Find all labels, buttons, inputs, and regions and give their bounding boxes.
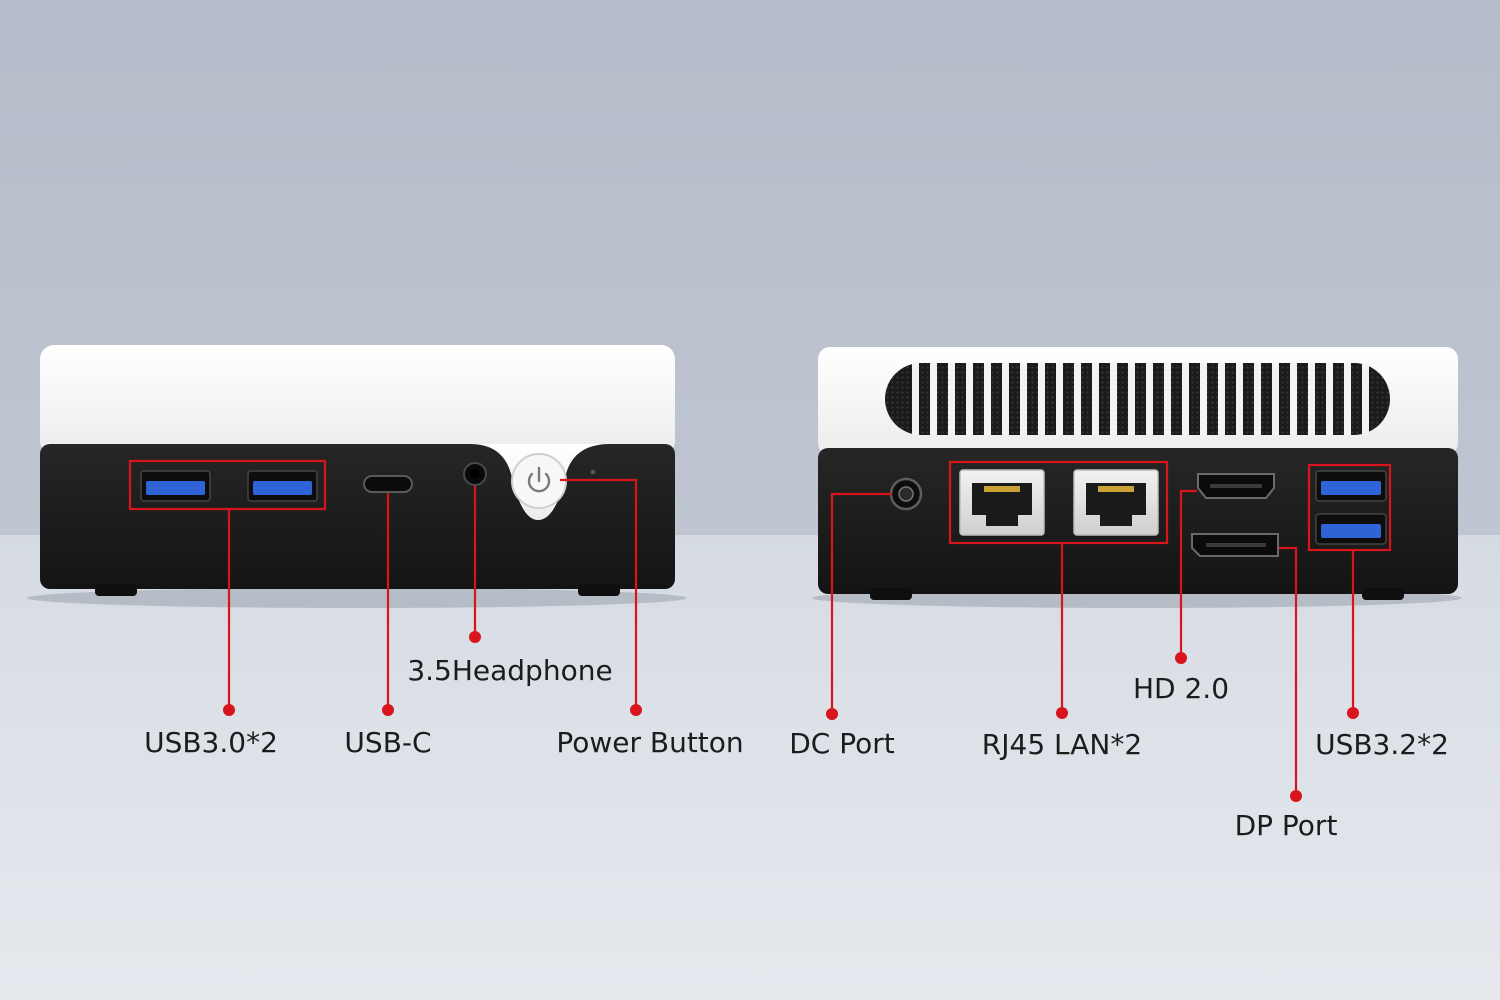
usb32-callout-dot [1347,707,1359,719]
usb32-highlight-box [1307,463,1392,552]
rj45-highlight-box [948,460,1169,545]
usb-a-port-icon [1315,470,1387,502]
displayport-icon [1191,533,1279,557]
rear-device [812,347,1462,608]
rear-foot-right [1362,588,1404,600]
hdmi-leader-line [1179,489,1197,658]
power-button-label: Power Button [556,726,743,759]
front-device-body [40,444,675,589]
usb-c-port-icon [363,475,413,493]
rear-foot-left [870,588,912,600]
vent-bar [930,363,937,435]
dc-callout-dot [826,708,838,720]
vent-bar [1236,363,1243,435]
vent-bar [1092,363,1099,435]
usbc-callout-dot [382,704,394,716]
hdmi-port-icon [1197,473,1275,499]
dp-port-label: DP Port [1235,809,1338,842]
vent-bar [1146,363,1153,435]
power-callout-dot [630,704,642,716]
vent-bar [1128,363,1135,435]
vent-bar [984,363,991,435]
vent-bar [1074,363,1081,435]
vent-bar [1020,363,1027,435]
dc-leader-line [830,492,892,714]
audio-jack-icon [463,462,487,486]
hdmi-callout-dot [1175,652,1187,664]
vent-bar [912,363,919,435]
front-device-shadow [27,588,687,608]
vent-bar [1308,363,1315,435]
vent-bar [1290,363,1297,435]
usb30-callout-dot [223,704,235,716]
headphone-callout-dot [469,631,481,643]
vent-bar [1326,363,1333,435]
front-foot-right [578,584,620,596]
front-device [27,345,687,608]
vent-bar [1362,363,1369,435]
usb32-label: USB3.2*2 [1315,728,1449,761]
vent-bar [1164,363,1171,435]
power-icon [527,466,551,493]
vent-bar [966,363,973,435]
usb30-label: USB3.0*2 [144,726,278,759]
dc-jack-icon [889,477,923,511]
vent-bar [1272,363,1279,435]
vent-bar [1056,363,1063,435]
vent-bar [1038,363,1045,435]
hdmi-label: HD 2.0 [1133,672,1229,705]
usb30-highlight-box [128,459,327,511]
usb-a-port-icon [247,470,318,502]
vent-bar [1218,363,1225,435]
front-foot-left [95,584,137,596]
headphone-label: 3.5Headphone [407,654,612,687]
rear-vent-grille [885,363,1390,435]
background-floor [0,535,1500,1000]
rj45-callout-dot [1056,707,1068,719]
status-led-icon [590,469,596,475]
usb-a-port-icon [1315,513,1387,545]
vent-bar [1182,363,1189,435]
vent-bar [1110,363,1117,435]
vent-bars [912,363,1369,435]
dc-port-label: DC Port [789,727,895,760]
vent-bar [1344,363,1351,435]
dp-callout-dot [1290,790,1302,802]
usb-a-port-icon [140,470,211,502]
rj45-port-icon [1073,469,1159,536]
vent-bar [1002,363,1009,435]
rj45-label: RJ45 LAN*2 [982,728,1142,761]
usbc-label: USB-C [344,726,431,759]
vent-bar [948,363,955,435]
front-device-top-shell [40,345,675,455]
rj45-port-icon [959,469,1045,536]
vent-bar [1200,363,1207,435]
power-leader-line [560,478,638,710]
vent-bar [1254,363,1261,435]
dp-leader-line [1279,546,1298,796]
